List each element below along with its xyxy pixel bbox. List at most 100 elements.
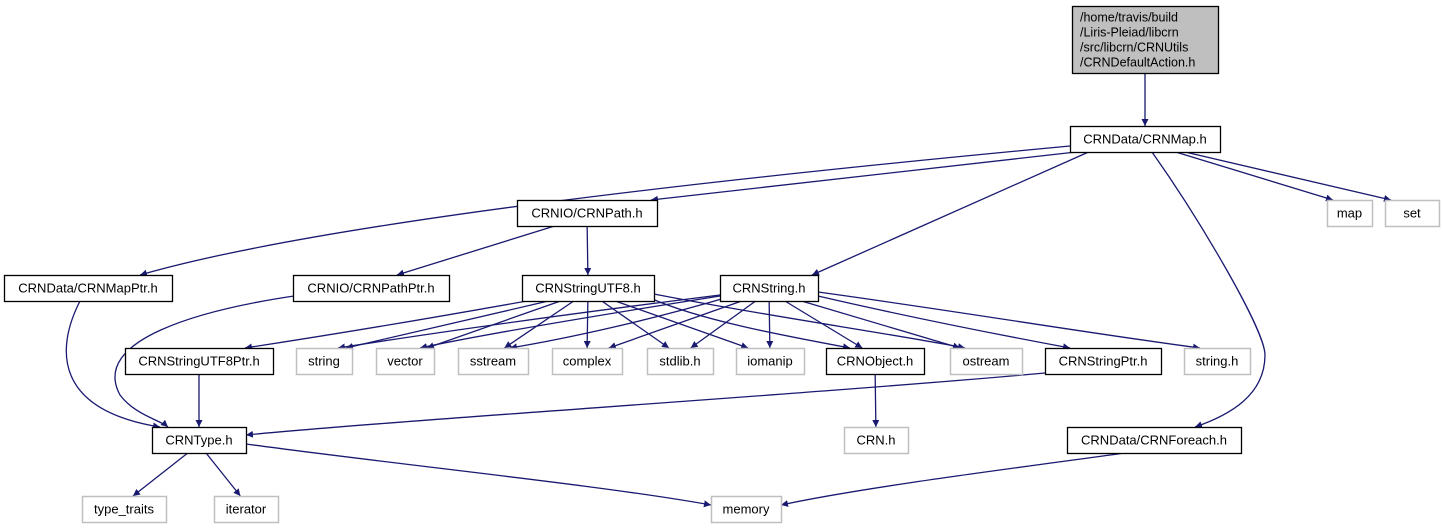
node-string: string — [295, 347, 354, 376]
node-label: /CRNDefaultAction.h — [1080, 56, 1195, 70]
node-map: map — [1326, 199, 1374, 228]
node-stringh: string.h — [1183, 347, 1252, 376]
node-crntype[interactable]: CRNType.h — [151, 426, 248, 455]
edge-crnstringutf8-to-sstream — [504, 300, 575, 349]
node-label: string.h — [1196, 354, 1239, 369]
node-crnpathptr[interactable]: CRNIO/CRNPathPtr.h — [292, 274, 451, 303]
edge-crnmapptr-to-crntype — [65, 300, 161, 430]
node-label: type_traits — [94, 502, 154, 517]
node-root[interactable]: /home/travis/build/Liris-Pleiad/libcrn/s… — [1071, 5, 1220, 75]
edge-crnstring-to-complex — [608, 300, 742, 349]
nodes-layer: /home/travis/build/Liris-Pleiad/libcrn/s… — [3, 5, 1441, 524]
node-label: ostream — [963, 354, 1010, 369]
node-label: /home/travis/build — [1080, 11, 1178, 25]
node-crnstringutf8ptr[interactable]: CRNStringUTF8Ptr.h — [124, 347, 275, 376]
node-label: CRNStringUTF8Ptr.h — [138, 354, 259, 369]
node-box — [3, 274, 174, 303]
node-sstream: sstream — [457, 347, 530, 376]
node-iterator: iterator — [213, 495, 280, 524]
edge-crnstring-to-sstream — [509, 297, 726, 351]
node-label: CRNStringPtr.h — [1059, 354, 1148, 369]
node-label: iomanip — [747, 354, 793, 369]
node-label: CRN.h — [856, 433, 895, 448]
node-complex: complex — [551, 347, 624, 376]
edge-crnstringptr-to-crntype — [245, 372, 1046, 438]
node-vector: vector — [375, 347, 436, 376]
node-set: set — [1384, 199, 1441, 228]
edge-crnstring-to-iomanip — [766, 300, 774, 349]
edge-crnstring-to-vector — [419, 295, 721, 350]
node-label: iterator — [226, 502, 267, 517]
edge-crnstringutf8-to-ostream — [653, 293, 966, 351]
node-crnobject[interactable]: CRNObject.h — [825, 347, 926, 376]
node-box — [521, 274, 656, 303]
edge-crntype-to-type_traits — [132, 452, 189, 497]
edge-crnstring-to-ostream — [801, 300, 961, 350]
edge-crnstring-to-crnstringptr — [817, 295, 1071, 351]
node-label: memory — [723, 502, 770, 517]
node-crnh: CRN.h — [843, 426, 910, 455]
node-box — [551, 347, 624, 376]
edge-crnstringutf8-to-string — [345, 300, 549, 350]
node-label: CRNType.h — [165, 433, 232, 448]
node-label: string — [308, 354, 340, 369]
node-box — [1071, 5, 1220, 75]
node-crnstringutf8[interactable]: CRNStringUTF8.h — [521, 274, 656, 303]
edge-crnforeach-to-memory — [780, 452, 1126, 507]
node-label: stdlib.h — [659, 354, 700, 369]
node-box — [375, 347, 436, 376]
node-box — [719, 274, 820, 303]
edge-crntype-to-memory — [245, 443, 712, 508]
node-box — [213, 495, 280, 524]
node-box — [516, 199, 659, 228]
node-box — [1183, 347, 1252, 376]
node-memory: memory — [710, 495, 783, 524]
node-iomanip: iomanip — [735, 347, 806, 376]
node-box — [1044, 347, 1163, 376]
node-box — [735, 347, 806, 376]
node-label: CRNData/CRNForeach.h — [1081, 433, 1227, 448]
node-box — [843, 426, 910, 455]
node-label: CRNIO/CRNPathPtr.h — [307, 281, 434, 296]
node-ostream: ostream — [949, 347, 1024, 376]
node-label: sstream — [470, 354, 516, 369]
node-label: CRNData/CRNMap.h — [1083, 132, 1207, 147]
edge-crnstring-to-stdlib — [690, 300, 757, 349]
node-crnmap[interactable]: CRNData/CRNMap.h — [1069, 125, 1222, 154]
node-stdlib: stdlib.h — [646, 347, 715, 376]
node-label: CRNStringUTF8.h — [535, 281, 640, 296]
node-box — [1069, 125, 1222, 154]
edges-layer — [65, 73, 1392, 508]
edge-crnstringutf8-to-complex — [583, 300, 591, 349]
node-label: vector — [387, 354, 423, 369]
node-label: set — [1403, 206, 1421, 221]
node-box — [825, 347, 926, 376]
node-box — [457, 347, 530, 376]
edge-crnstringutf8-to-crnobject — [649, 297, 851, 351]
edge-crnobject-to-crnh — [872, 373, 880, 428]
edge-crnpathptr-to-crntype — [114, 295, 295, 428]
node-box — [151, 426, 248, 455]
node-box — [1384, 199, 1441, 228]
node-crnpath[interactable]: CRNIO/CRNPath.h — [516, 199, 659, 228]
node-type_traits: type_traits — [81, 495, 168, 524]
node-label: /src/libcrn/CRNUtils — [1080, 41, 1188, 55]
edge-crnstring-to-crnobject — [784, 300, 863, 349]
node-box — [292, 274, 451, 303]
node-box — [295, 347, 354, 376]
edge-crnstring-to-string — [337, 294, 721, 351]
node-crnstring[interactable]: CRNString.h — [719, 274, 820, 303]
node-box — [1066, 426, 1243, 455]
node-crnmapptr[interactable]: CRNData/CRNMapPtr.h — [3, 274, 174, 303]
node-box — [710, 495, 783, 524]
edge-crnmap-to-crnforeach — [1151, 151, 1266, 429]
node-box — [124, 347, 275, 376]
node-label: CRNData/CRNMapPtr.h — [18, 281, 157, 296]
node-crnforeach[interactable]: CRNData/CRNForeach.h — [1066, 426, 1243, 455]
node-box — [949, 347, 1024, 376]
edge-crnpath-to-crnpathptr — [396, 225, 555, 277]
node-crnstringptr[interactable]: CRNStringPtr.h — [1044, 347, 1163, 376]
node-label: CRNString.h — [733, 281, 806, 296]
node-box — [646, 347, 715, 376]
node-box — [81, 495, 168, 524]
